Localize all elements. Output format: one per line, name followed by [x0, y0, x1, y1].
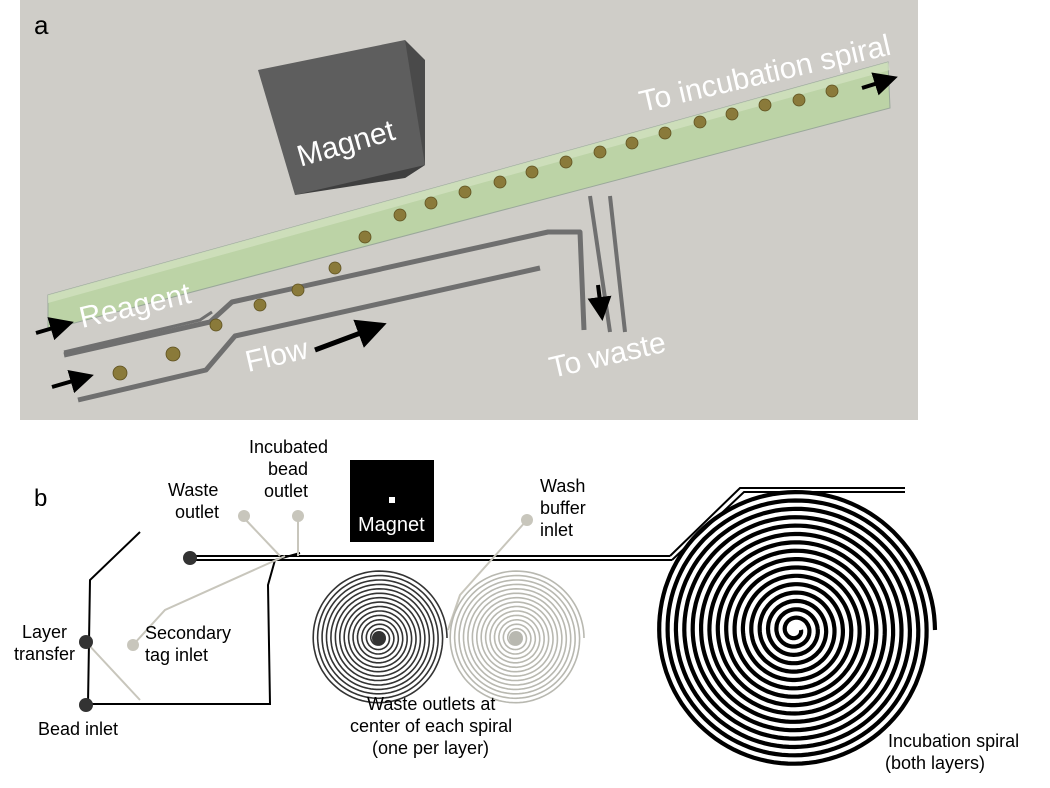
bead	[112, 365, 128, 381]
waste-outlets-note-line: (one per layer)	[372, 738, 489, 758]
reagent-channel-divider	[63, 310, 213, 354]
secondary-tag-label-line: Secondary	[145, 623, 231, 643]
bead	[725, 107, 739, 121]
bead	[458, 185, 472, 199]
waste-outlets-note: Waste outlets at center of each spiral (…	[350, 694, 517, 758]
waste-outlet-label-line: outlet	[175, 502, 219, 522]
spiral-feed-channel	[669, 487, 905, 557]
spiral-path	[657, 489, 938, 766]
incubated-label-line: outlet	[264, 481, 308, 501]
bead-channel-lower-wall	[77, 265, 541, 403]
secondary-tag-inlet-port	[127, 639, 139, 651]
spiral-center-outlet	[372, 631, 386, 645]
magnet-center-dot	[389, 497, 395, 503]
incubation-spiral-label-line: Incubation spiral	[888, 731, 1019, 751]
incubation-spiral-label: Incubation spiral (both layers)	[885, 731, 1024, 773]
wash-buffer-channel	[447, 519, 528, 631]
bead	[253, 298, 267, 312]
bead	[693, 115, 707, 129]
incubated-bead-outlet-port	[292, 510, 304, 522]
wash-buffer-inlet-label: Wash buffer inlet	[540, 476, 591, 540]
wash-buffer-label-line: Wash	[540, 476, 585, 496]
wash-buffer-inlet-port	[521, 514, 533, 526]
panel-a-letter: a	[34, 10, 49, 40]
bead	[792, 93, 806, 107]
magnet-label-b: Magnet	[358, 514, 425, 536]
bead	[493, 175, 507, 189]
bead	[358, 230, 372, 244]
waste-outlets-note-line: Waste outlets at	[367, 694, 495, 714]
layer-transfer-channel	[85, 641, 141, 701]
bead	[593, 145, 607, 159]
flow-arrow	[314, 319, 387, 353]
incubated-bead-outlet-label: Incubated bead outlet	[249, 437, 333, 501]
waste-outlet-port	[238, 510, 250, 522]
trunk-junction-port	[183, 551, 197, 565]
wash-buffer-label-line: buffer	[540, 498, 586, 518]
bead-inlet-arrow	[51, 370, 94, 394]
layer-transfer-label: Layer transfer	[14, 622, 75, 664]
bead	[328, 261, 342, 275]
secondary-tag-label-line: tag inlet	[145, 645, 208, 665]
bead-inlet-port	[79, 698, 93, 712]
spiral-center-outlet	[509, 631, 523, 645]
bead	[758, 98, 772, 112]
bead	[393, 208, 407, 222]
waste-outlet-label-line: Waste	[168, 480, 218, 500]
bead	[825, 84, 839, 98]
waste-spiral-dark	[312, 570, 448, 704]
panel-b-diagram: b Magnet Incubated bead outlet Waste out…	[14, 437, 1024, 773]
waste-outlets-note-line: center of each spiral	[350, 716, 512, 736]
panel-b-letter: b	[34, 485, 47, 512]
spiral-path	[312, 570, 448, 704]
magnet-block	[258, 40, 425, 195]
bead	[165, 346, 181, 362]
incubation-arrow	[861, 72, 898, 96]
waste-arrow	[587, 284, 612, 321]
secondary-tag-channel	[132, 555, 286, 646]
bead-inlet-label: Bead inlet	[38, 719, 118, 739]
waste-outlet-label: Waste outlet	[168, 480, 223, 522]
layer-transfer-port	[79, 635, 93, 649]
waste-channel-left-wall	[608, 195, 627, 333]
panel-a-diagram: Magnet a Reagent Flow To waste To incuba…	[20, 0, 918, 420]
incubated-label-line: bead	[268, 459, 308, 479]
main-channel-top-face	[48, 62, 890, 303]
wash-buffer-label-line: inlet	[540, 520, 573, 540]
layer-transfer-label-line: Layer	[22, 622, 67, 642]
incubated-label-line: Incubated	[249, 437, 328, 457]
reagent-arrow	[35, 317, 74, 341]
bead	[424, 196, 438, 210]
bead	[209, 318, 223, 332]
incubation-spiral-label-line: (both layers)	[885, 753, 985, 773]
bead	[559, 155, 573, 169]
bead	[625, 136, 639, 150]
incubation-spiral	[657, 489, 938, 766]
bead-group	[112, 84, 839, 381]
spiral-path	[449, 570, 585, 704]
secondary-tag-inlet-label: Secondary tag inlet	[145, 623, 236, 665]
waste-outlet-channel	[243, 517, 281, 557]
bead	[658, 126, 672, 140]
waste-spiral-light	[449, 570, 585, 704]
layer-transfer-label-line: transfer	[14, 644, 75, 664]
bead	[291, 283, 305, 297]
bead	[525, 165, 539, 179]
bead-channel-upper-wall	[63, 229, 587, 358]
